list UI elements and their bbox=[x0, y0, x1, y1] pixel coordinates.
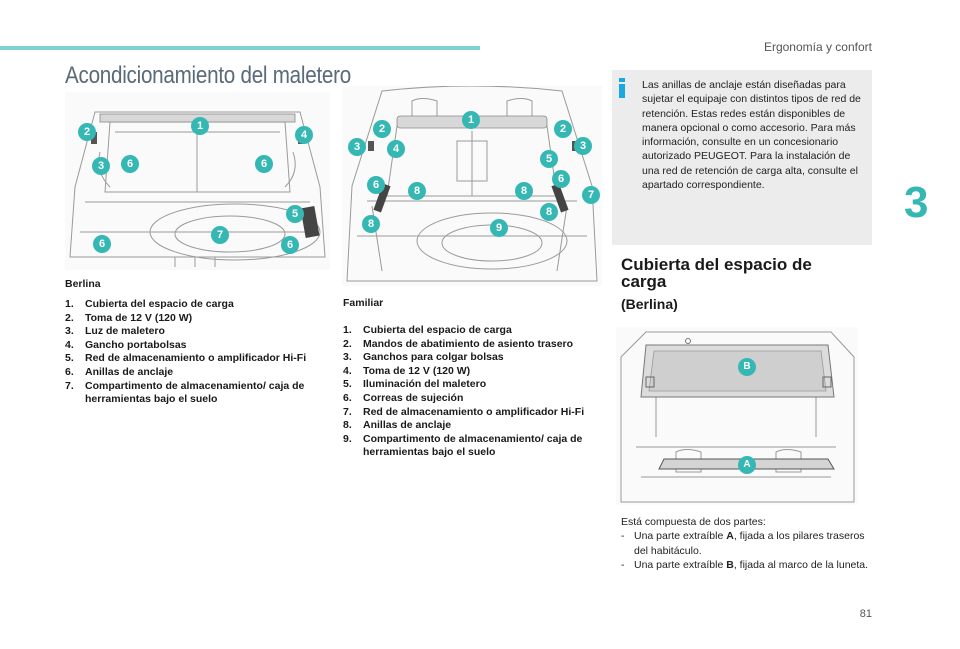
section-subheading: (Berlina) bbox=[621, 296, 678, 312]
familiar-marker-8b: 8 bbox=[515, 182, 533, 200]
info-text: Las anillas de anclaje están diseñadas p… bbox=[642, 79, 861, 192]
familiar-legend: 1.Cubierta del espacio de carga 2.Mandos… bbox=[343, 324, 598, 460]
cargo-cover-illustration bbox=[616, 327, 858, 505]
familiar-marker-3b: 3 bbox=[574, 137, 592, 155]
berlina-marker-4: 4 bbox=[295, 126, 313, 144]
list-item: 7.Red de almacenamiento o amplificador H… bbox=[343, 405, 585, 418]
berlina-marker-6c: 6 bbox=[93, 235, 111, 253]
berlina-marker-3: 3 bbox=[92, 157, 110, 175]
familiar-marker-2a: 2 bbox=[373, 120, 391, 138]
familiar-marker-1: 1 bbox=[462, 111, 480, 129]
cover-marker-b: B bbox=[738, 358, 756, 376]
berlina-marker-6a: 6 bbox=[121, 155, 139, 173]
list-item: 9.Compartimento de almacenamiento/ caja … bbox=[343, 432, 583, 459]
list-item: -Una parte extraíble B, fijada al marco … bbox=[621, 558, 869, 571]
familiar-marker-2b: 2 bbox=[554, 120, 572, 138]
cover-intro: Está compuesta de dos partes: bbox=[621, 516, 766, 528]
berlina-marker-1: 1 bbox=[191, 117, 209, 135]
familiar-marker-4: 4 bbox=[387, 140, 405, 158]
cover-description: Está compuesta de dos partes: -Una parte… bbox=[621, 515, 871, 572]
familiar-marker-8a: 8 bbox=[408, 182, 426, 200]
familiar-marker-9: 9 bbox=[490, 219, 508, 237]
info-icon bbox=[619, 78, 625, 98]
list-item: 1.Cubierta del espacio de carga bbox=[65, 298, 234, 310]
list-item: 4.Gancho portabolsas bbox=[65, 338, 187, 351]
section-header: Ergonomía y confort bbox=[763, 40, 872, 54]
list-item: 3.Luz de maletero bbox=[65, 325, 165, 338]
list-item: 5.Iluminación del maletero bbox=[343, 378, 487, 391]
familiar-marker-6a: 6 bbox=[367, 176, 385, 194]
familiar-marker-3a: 3 bbox=[348, 138, 366, 156]
familiar-caption: Familiar bbox=[343, 297, 384, 309]
berlina-marker-2: 2 bbox=[78, 123, 96, 141]
familiar-marker-5: 5 bbox=[540, 150, 558, 168]
list-item: 8.Anillas de anclaje bbox=[343, 419, 452, 432]
berlina-marker-5: 5 bbox=[286, 205, 304, 223]
header-accent-bar bbox=[0, 46, 480, 50]
berlina-caption: Berlina bbox=[65, 278, 101, 290]
familiar-marker-8d: 8 bbox=[362, 215, 380, 233]
info-box bbox=[612, 70, 872, 245]
page-number: 81 bbox=[859, 608, 872, 620]
familiar-marker-7: 7 bbox=[582, 186, 600, 204]
list-item: 5.Red de almacenamiento o amplificador H… bbox=[65, 352, 307, 365]
list-item: 2.Mandos de abatimiento de asiento trase… bbox=[343, 337, 574, 350]
list-item: 1.Cubierta del espacio de carga bbox=[343, 324, 512, 336]
list-item: 2.Toma de 12 V (120 W) bbox=[65, 311, 193, 324]
familiar-marker-6b: 6 bbox=[552, 170, 570, 188]
page-title: Acondicionamiento del maletero bbox=[65, 62, 351, 89]
list-item: 4.Toma de 12 V (120 W) bbox=[343, 364, 471, 377]
list-item: 6.Correas de sujeción bbox=[343, 391, 464, 404]
berlina-marker-6b: 6 bbox=[255, 155, 273, 173]
berlina-legend: 1.Cubierta del espacio de carga 2.Toma d… bbox=[65, 298, 323, 407]
familiar-marker-8c: 8 bbox=[540, 203, 558, 221]
chapter-number: 3 bbox=[904, 178, 929, 227]
list-item: 3.Ganchos para colgar bolsas bbox=[343, 351, 504, 364]
list-item: -Una parte extraíble A, fijada a los pil… bbox=[621, 530, 865, 557]
berlina-marker-7: 7 bbox=[211, 226, 229, 244]
section-heading: Cubierta del espacio de carga bbox=[621, 255, 812, 291]
list-item: 6.Anillas de anclaje bbox=[65, 365, 174, 378]
list-item: 7.Compartimento de almacenamiento/ caja … bbox=[65, 379, 305, 406]
berlina-marker-6d: 6 bbox=[281, 236, 299, 254]
cover-marker-a: A bbox=[738, 456, 756, 474]
